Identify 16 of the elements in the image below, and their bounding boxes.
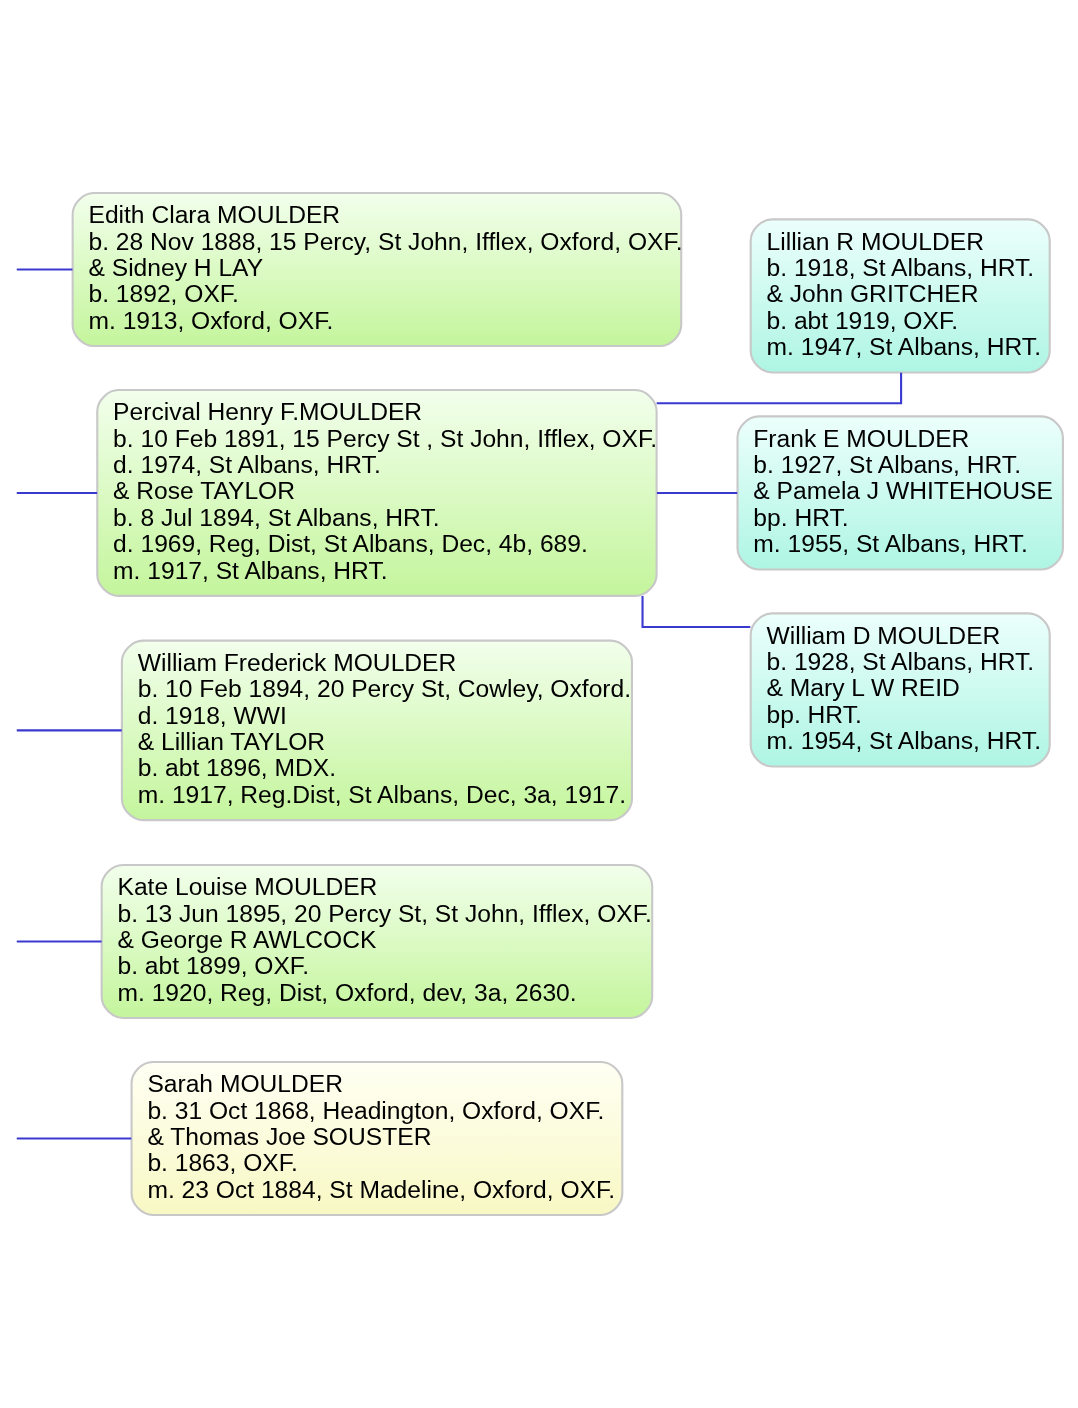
node-box: Percival Henry F.MOULDER b. 10 Feb 1891, 15 Percy St , St John, Ifflex, OXF. d. 1974, St Albans, HRT. & Rose TAYLOR b. 8 Jul 1894, St Albans, HRT. d. 1969, Reg, Dist, St Albans, Dec, 4b, 689. m. 1917, St Albans, HRT. <box>96 388 658 597</box>
node-box: Edith Clara MOULDER b. 28 Nov 1888, 15 Percy, St John, Ifflex, Oxford, OXF. & Sidney H LAY b. 1892, OXF. m. 1913, Oxford, OXF. <box>71 192 683 348</box>
node-box: Sarah MOULDER b. 31 Oct 1868, Headington, Oxford, OXF. & Thomas Joe SOUSTER b. 1863, OXF. m. 23 Oct 1884, St Madeline, Oxford, OXF. <box>130 1060 624 1216</box>
connector <box>16 940 102 943</box>
node-box: Lillian R MOULDER b. 1918, St Albans, HRT. & John GRITCHER b. abt 1919, OXF. m. 1947, St Albans, HRT. <box>749 218 1051 374</box>
connector <box>656 372 903 405</box>
connector <box>16 491 98 494</box>
connector <box>641 595 751 629</box>
node-box: William D MOULDER b. 1928, St Albans, HRT. & Mary L W REID bp. HRT. m. 1954, St Albans, HRT. <box>749 612 1051 768</box>
node-box: William Frederick MOULDER b. 10 Feb 1894, 20 Percy St, Cowley, Oxford. d. 1918, WWI & Lillian TAYLOR b. abt 1896, MDX. m. 1917, Reg.Dist, St Albans, Dec, 3a, 1917. <box>120 639 634 822</box>
connector <box>16 268 73 271</box>
connector <box>656 491 738 494</box>
node-box: Kate Louise MOULDER b. 13 Jun 1895, 20 Percy St, St John, Ifflex, OXF. & George R AWLCOCK b. abt 1899, OXF. m. 1920, Reg, Dist, Oxford, dev, 3a, 2630. <box>100 863 654 1020</box>
connector <box>16 1137 132 1140</box>
node-box: Frank E MOULDER b. 1927, St Albans, HRT. & Pamela J WHITEHOUSE bp. HRT. m. 1955, St Albans, HRT. <box>736 415 1064 571</box>
connector <box>16 729 122 732</box>
